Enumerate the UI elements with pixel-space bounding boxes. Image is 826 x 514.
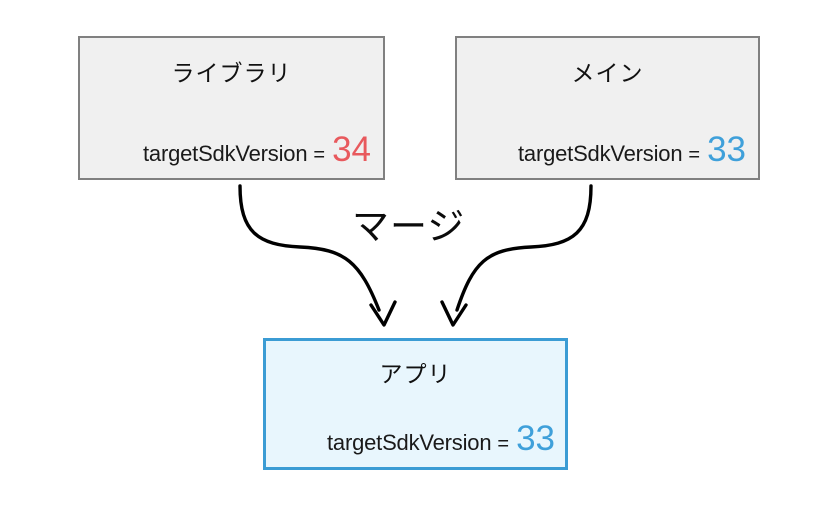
arrow-library-to-app	[238, 184, 381, 312]
node-app-property-value: 33	[516, 419, 555, 458]
node-main-property-value: 33	[707, 130, 746, 169]
arrow-main-to-app	[455, 184, 593, 312]
merge-label: マージ	[352, 206, 466, 247]
node-main-property-equals: =	[688, 144, 701, 166]
node-library-property-key: targetSdkVersion	[143, 141, 308, 166]
arrowhead-library-to-app	[369, 300, 397, 327]
node-app-property-equals: =	[497, 433, 510, 455]
node-library-property: targetSdkVersion = 34	[90, 132, 371, 167]
node-main: メイン targetSdkVersion = 33	[455, 36, 760, 180]
node-app-property-key: targetSdkVersion	[327, 430, 492, 455]
arrowhead-main-to-app	[440, 300, 468, 327]
node-library-title: ライブラリ	[171, 60, 292, 86]
node-library-property-equals: =	[313, 144, 326, 166]
node-main-property: targetSdkVersion = 33	[467, 132, 746, 167]
node-app: アプリ targetSdkVersion = 33	[263, 338, 568, 470]
node-main-title: メイン	[571, 60, 644, 86]
node-main-property-key: targetSdkVersion	[518, 141, 683, 166]
node-app-property: targetSdkVersion = 33	[278, 421, 555, 456]
node-library: ライブラリ targetSdkVersion = 34	[78, 36, 385, 180]
node-app-title: アプリ	[379, 361, 452, 387]
node-library-property-value: 34	[332, 130, 371, 169]
